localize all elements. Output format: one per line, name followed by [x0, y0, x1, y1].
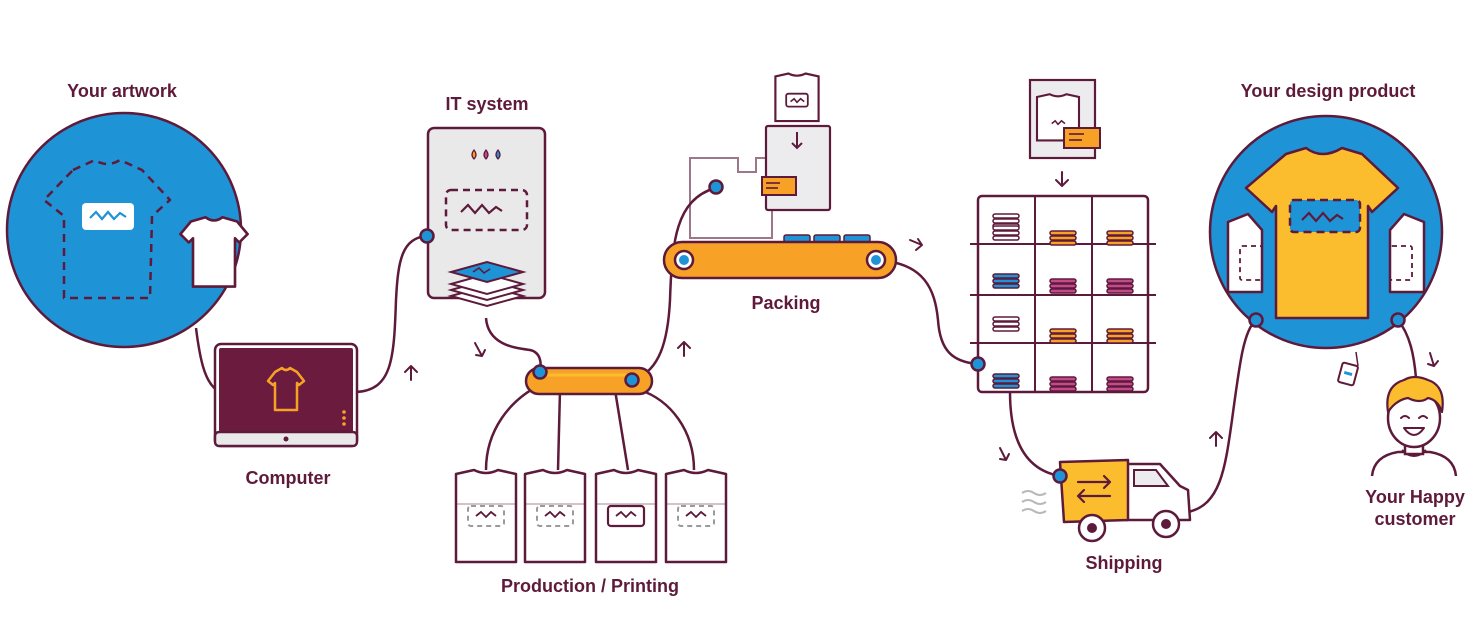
direction-arrows — [404, 171, 1439, 461]
it-to-production-line — [484, 317, 542, 373]
printer-wire-4 — [639, 388, 696, 471]
printer-wire-1 — [484, 383, 541, 471]
arrow-down-icon — [1055, 171, 1069, 187]
arrow-up-icon — [1209, 431, 1223, 447]
printed-tshirt — [454, 468, 518, 564]
printer-wire-3 — [613, 389, 630, 471]
happy-customer — [1370, 375, 1458, 477]
hair — [1386, 375, 1444, 414]
label-packing: Packing — [751, 293, 821, 313]
shipping-label-icon — [1063, 127, 1101, 149]
product-to-customer-line — [1397, 319, 1418, 379]
artwork-design-patch — [82, 203, 134, 230]
swap-arrows-icon — [1076, 474, 1112, 504]
design-squiggle-icon — [460, 203, 503, 215]
connector-nodes — [419, 179, 1406, 484]
arrow-down-icon — [1427, 352, 1439, 367]
arrow-down-icon — [474, 342, 486, 357]
printed-tshirt — [664, 468, 728, 564]
computer-to-it-line — [355, 234, 428, 394]
warehouse-shelf — [970, 78, 1156, 394]
label-customer-line2: customer — [1374, 509, 1456, 529]
arrow-down-icon — [999, 447, 1010, 461]
arrow-down-icon — [791, 132, 803, 150]
printed-tshirts — [454, 468, 728, 564]
printed-tshirt — [523, 468, 587, 564]
warehouse-to-shipping-line — [1008, 391, 1061, 478]
ink-drop-icon — [471, 149, 477, 160]
printer-wire-2 — [556, 389, 562, 471]
shipping-label-icon — [761, 176, 797, 196]
label-your-artwork: Your artwork — [67, 81, 177, 101]
computer-monitor — [213, 342, 359, 448]
arrow-up-icon — [677, 341, 691, 357]
smile — [1403, 427, 1425, 436]
label-production-printing: Production / Printing — [501, 576, 679, 596]
side-tshirt-right — [1388, 212, 1426, 294]
delivery-truck — [1021, 458, 1192, 543]
paper-stack-icon — [447, 260, 527, 308]
production-conveyor — [524, 366, 654, 396]
connection-lines — [194, 186, 1418, 514]
ink-drop-icon — [495, 149, 501, 160]
speed-lines-icon — [1021, 490, 1047, 514]
tshirt-icon — [774, 72, 820, 123]
it-system-panel — [426, 126, 547, 308]
production-to-packing-line — [631, 186, 716, 382]
design-squiggle-icon — [1301, 211, 1344, 223]
arrow-right-icon — [909, 238, 923, 251]
price-tag-icon — [1337, 351, 1359, 387]
design-product-circle — [1208, 114, 1444, 350]
packing-to-warehouse-line — [874, 258, 979, 366]
shipping-to-product-line — [1187, 319, 1257, 514]
tshirt-icon — [266, 366, 306, 412]
packing-conveyor — [662, 240, 898, 280]
label-customer-line1: Your Happy — [1365, 487, 1465, 507]
label-shipping: Shipping — [1085, 553, 1163, 573]
printed-tshirt — [594, 468, 658, 564]
label-computer: Computer — [245, 468, 331, 488]
label-it-system: IT system — [445, 94, 529, 114]
dashed-tshirt-outline — [42, 158, 172, 300]
label-your-design-product: Your design product — [1240, 81, 1416, 101]
side-tshirt-left — [1226, 212, 1264, 294]
design-squiggle-icon — [89, 210, 127, 221]
packing-station — [662, 72, 898, 280]
ink-drop-icon — [483, 149, 489, 160]
artwork-circle — [5, 111, 249, 349]
arrow-up-icon — [404, 365, 418, 381]
